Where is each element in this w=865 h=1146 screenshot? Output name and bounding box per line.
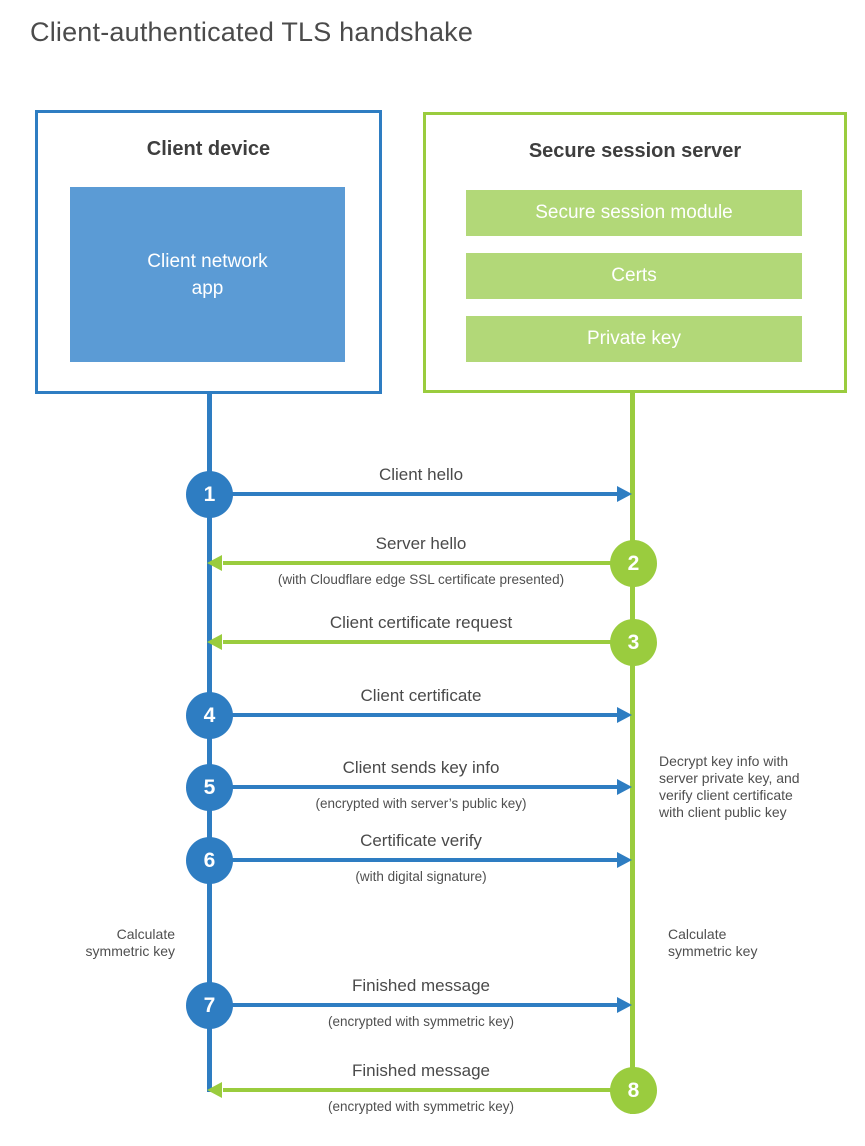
server-calculate-symmetric-key-note: Calculate symmetric key (668, 926, 758, 959)
client-network-app-rect: Client network app (70, 187, 345, 362)
step-3-arrow-line (223, 640, 633, 644)
step-1-label: Client hello (378, 465, 464, 484)
step-7-sublabel: (encrypted with symmetric key) (327, 1014, 515, 1029)
step-3-badge: 3 (610, 619, 657, 666)
step-5-arrowhead-icon (617, 779, 632, 795)
server-module-private-key: Private key (466, 316, 802, 362)
step-5-number: 5 (203, 775, 216, 799)
step-4-number: 4 (203, 703, 216, 727)
secure-session-server-title: Secure session server (528, 140, 742, 162)
step-8-label: Finished message (352, 1061, 490, 1080)
server-decrypt-note: Decrypt key info with server private key… (659, 753, 800, 820)
step-8-arrowhead-icon (207, 1082, 222, 1098)
step-3-number: 3 (627, 630, 640, 654)
step-5-badge: 5 (186, 764, 233, 811)
step-3-label: Client certificate request (329, 613, 513, 632)
step-5-label: Client sends key info (342, 758, 500, 777)
step-2-number: 2 (627, 551, 640, 575)
step-1-arrow-line (209, 492, 618, 496)
step-8-badge: 8 (610, 1067, 657, 1114)
step-8-sublabel: (encrypted with symmetric key) (327, 1099, 515, 1114)
step-2-arrow-line (223, 561, 633, 565)
step-1-number: 1 (203, 482, 216, 506)
step-6-number: 6 (203, 848, 216, 872)
step-7-number: 7 (203, 993, 216, 1017)
step-1-arrowhead-icon (617, 486, 632, 502)
step-6-sublabel: (with digital signature) (355, 869, 487, 884)
step-4-badge: 4 (186, 692, 233, 739)
step-8-arrow-line (223, 1088, 633, 1092)
step-7-arrow-line (209, 1003, 618, 1007)
secure-session-server-box: Secure session server Secure session mod… (423, 112, 847, 393)
client-device-box: Client device Client network app (35, 110, 382, 394)
client-device-title: Client device (146, 138, 271, 160)
step-2-arrowhead-icon (207, 555, 222, 571)
step-2-sublabel: (with Cloudflare edge SSL certificate pr… (277, 572, 565, 587)
step-1-badge: 1 (186, 471, 233, 518)
step-6-label: Certificate verify (360, 831, 482, 850)
client-lifeline (207, 393, 212, 1092)
step-4-arrowhead-icon (617, 707, 632, 723)
page-title: Client-authenticated TLS handshake (30, 17, 474, 47)
step-5-arrow-line (209, 785, 618, 789)
step-6-badge: 6 (186, 837, 233, 884)
server-lifeline (630, 392, 635, 1114)
step-2-badge: 2 (610, 540, 657, 587)
step-2-label: Server hello (375, 534, 467, 553)
step-5-sublabel: (encrypted with server’s public key) (315, 796, 527, 811)
server-module-certs: Certs (466, 253, 802, 299)
step-7-label: Finished message (352, 976, 490, 995)
step-6-arrowhead-icon (617, 852, 632, 868)
client-calculate-symmetric-key-note: Calculate symmetric key (85, 926, 175, 959)
step-4-arrow-line (209, 713, 618, 717)
server-module-secure-session: Secure session module (466, 190, 802, 236)
step-4-label: Client certificate (360, 686, 482, 705)
step-8-number: 8 (627, 1078, 640, 1102)
step-6-arrow-line (209, 858, 618, 862)
step-7-badge: 7 (186, 982, 233, 1029)
step-3-arrowhead-icon (207, 634, 222, 650)
step-7-arrowhead-icon (617, 997, 632, 1013)
